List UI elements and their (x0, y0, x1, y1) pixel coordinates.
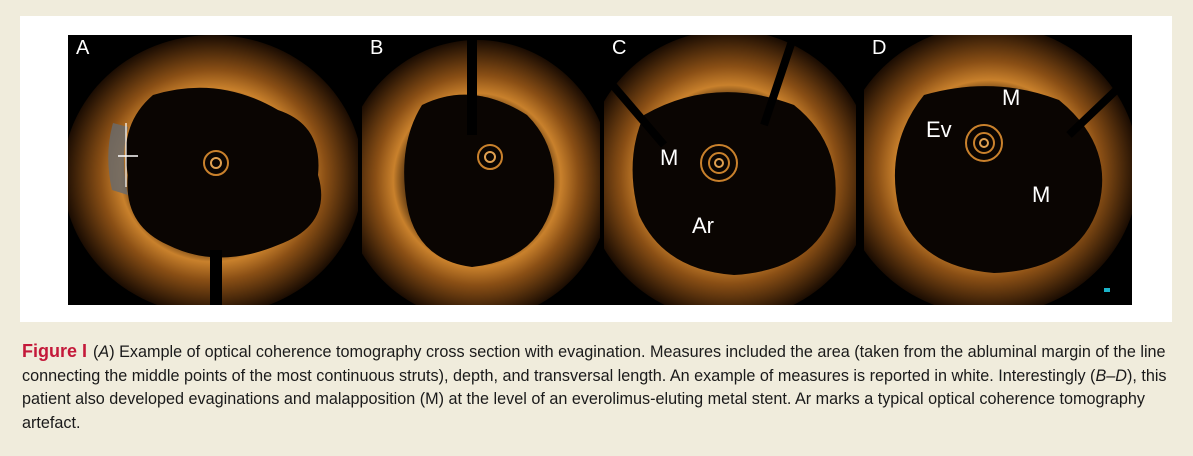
figure-label: Figure I (22, 341, 88, 361)
figure-caption: Figure I (A) Example of optical coherence… (22, 340, 1172, 435)
panel-letter: C (612, 37, 627, 59)
panel-letter: D (872, 37, 887, 59)
panel-letter: A (76, 37, 90, 59)
oct-image-b (362, 35, 600, 305)
annotation-malapposition: M (1002, 85, 1021, 110)
panel-b: B (362, 35, 600, 305)
caption-panel-ref-bd: B–D (1095, 366, 1127, 385)
oct-image-a (68, 35, 358, 305)
caption-text-part-1: ) Example of optical coherence tomograph… (22, 343, 1166, 385)
annotation-malapposition: M (660, 145, 679, 170)
annotation-malapposition: M (1032, 182, 1051, 207)
panel-d: D M Ev M (864, 35, 1132, 305)
panel-c: C M Ar (604, 35, 856, 305)
caption-panel-ref-a: A (98, 343, 110, 361)
oct-image-d (864, 35, 1132, 305)
panel-a: A (68, 35, 358, 305)
caption-paren: ( (93, 343, 99, 361)
caption-text-part-2: ), this patient also developed evaginati… (22, 366, 1167, 432)
oct-image-c (604, 35, 856, 305)
panel-letter: B (370, 37, 384, 59)
annotation-artefact: Ar (692, 213, 714, 238)
annotation-evagination: Ev (926, 117, 952, 142)
